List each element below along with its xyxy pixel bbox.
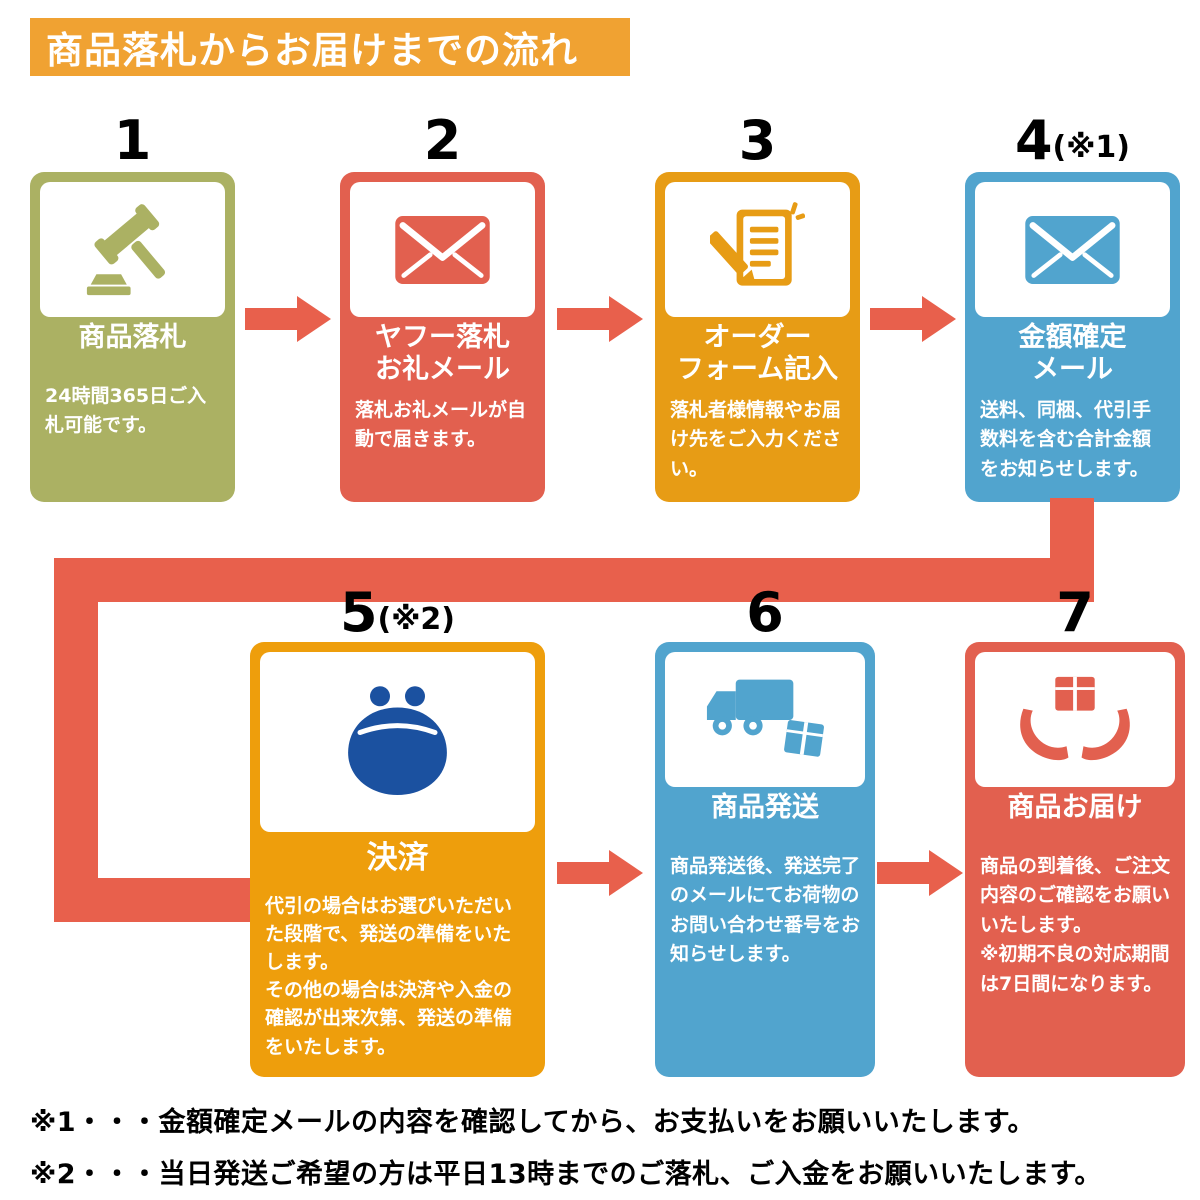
hands-box-icon bbox=[1020, 676, 1130, 760]
step-number-7: 7 bbox=[965, 582, 1185, 640]
connector-horizontal-across bbox=[54, 558, 1094, 602]
step-title: オーダー フォーム記入 bbox=[676, 322, 839, 386]
arrow-head bbox=[929, 850, 963, 896]
step-number-text: 1 bbox=[113, 109, 152, 172]
mail-icon bbox=[395, 215, 490, 284]
step-card-shipping: 商品発送 商品発送後、発送完了のメールにてお荷物のお問い合わせ番号をお知らせしま… bbox=[655, 642, 875, 1077]
arrow-head bbox=[609, 296, 643, 342]
gavel-icon bbox=[86, 204, 166, 296]
icon-box bbox=[975, 652, 1175, 787]
truck-box-icon bbox=[706, 679, 824, 757]
step-card-delivery: 商品お届け 商品の到着後、ご注文内容のご確認をお願いいたします。 ※初期不良の対… bbox=[965, 642, 1185, 1077]
arrow-shaft bbox=[877, 862, 929, 884]
step-description: 送料、同梱、代引手数料を含む合計金額をお知らせします。 bbox=[980, 399, 1152, 480]
form-pencil-icon bbox=[710, 202, 805, 286]
arrow-2-to-3 bbox=[557, 296, 643, 342]
step-number-text: 4 bbox=[1014, 109, 1053, 172]
icon-box bbox=[350, 182, 535, 317]
step-description: 代引の場合はお選びいただいた段階で、発送の準備をいたします。 その他の場合は決済… bbox=[265, 895, 513, 1058]
step-number-5: 5(※2) bbox=[250, 582, 545, 640]
arrow-3-to-4 bbox=[870, 296, 956, 342]
step-title: 金額確定 メール bbox=[1018, 322, 1127, 386]
purse-icon bbox=[348, 685, 447, 795]
footnote-2: ※2・・・当日発送ご希望の方は平日13時までのご落札、ご入金をお願いいたします。 bbox=[30, 1159, 1102, 1190]
step-description: 商品発送後、発送完了のメールにてお荷物のお問い合わせ番号をお知らせします。 bbox=[670, 855, 861, 966]
step-number-suffix: (※2) bbox=[377, 602, 456, 637]
arrow-head bbox=[297, 296, 331, 342]
connector-down-left-side bbox=[54, 558, 98, 922]
header-banner: 商品落札からお届けまでの流れ bbox=[30, 18, 630, 76]
step-number-text: 5 bbox=[339, 581, 378, 644]
icon-box bbox=[975, 182, 1170, 317]
step-number-6: 6 bbox=[655, 582, 875, 640]
step-number-text: 6 bbox=[746, 581, 784, 644]
step-number-text: 7 bbox=[1056, 581, 1094, 644]
step-title: 商品お届け bbox=[1007, 792, 1143, 823]
arrow-shaft bbox=[557, 308, 609, 330]
arrow-head bbox=[922, 296, 956, 342]
arrow-head bbox=[609, 850, 643, 896]
step-title: 商品発送 bbox=[711, 792, 819, 823]
step-description: 24時間365日ご入札可能です。 bbox=[45, 385, 207, 437]
step-title: ヤフー落札 お礼メール bbox=[375, 322, 510, 386]
step-title: 決済 bbox=[366, 840, 429, 876]
arrow-shaft bbox=[245, 308, 297, 330]
page-title: 商品落札からお届けまでの流れ bbox=[46, 29, 578, 72]
connector-into-step5 bbox=[54, 878, 254, 922]
step-card-order-form: オーダー フォーム記入 落札者様情報やお届け先をご入力ください。 bbox=[655, 172, 860, 502]
mail-icon bbox=[1025, 215, 1120, 284]
arrow-5-to-6 bbox=[557, 850, 643, 896]
step-card-thanks-mail: ヤフー落札 お礼メール 落札お礼メールが自動で届きます。 bbox=[340, 172, 545, 502]
step-number-1: 1 bbox=[30, 110, 235, 168]
step-number-4: 4(※1) bbox=[965, 110, 1180, 168]
icon-box bbox=[665, 652, 865, 787]
step-card-payment: 決済 代引の場合はお選びいただいた段階で、発送の準備をいたします。 その他の場合… bbox=[250, 642, 545, 1077]
step-number-2: 2 bbox=[340, 110, 545, 168]
step-number-text: 3 bbox=[738, 109, 777, 172]
step-description: 商品の到着後、ご注文内容のご確認をお願いいたします。 ※初期不良の対応期間は7日… bbox=[980, 855, 1171, 995]
arrow-6-to-7 bbox=[877, 850, 963, 896]
step-card-auction-win: 商品落札 24時間365日ご入札可能です。 bbox=[30, 172, 235, 502]
icon-box bbox=[40, 182, 225, 317]
arrow-1-to-2 bbox=[245, 296, 331, 342]
step-number-text: 2 bbox=[423, 109, 462, 172]
icon-box bbox=[260, 652, 535, 832]
step-number-3: 3 bbox=[655, 110, 860, 168]
step-card-price-mail: 金額確定 メール 送料、同梱、代引手数料を含む合計金額をお知らせします。 bbox=[965, 172, 1180, 502]
footnote-1: ※1・・・金額確定メールの内容を確認してから、お支払いをお願いいたします。 bbox=[30, 1107, 1036, 1138]
step-description: 落札お礼メールが自動で届きます。 bbox=[355, 399, 527, 451]
step-description: 落札者様情報やお届け先をご入力ください。 bbox=[670, 399, 842, 480]
step-title: 商品落札 bbox=[78, 322, 187, 353]
arrow-shaft bbox=[870, 308, 922, 330]
step-number-suffix: (※1) bbox=[1052, 130, 1131, 165]
arrow-shaft bbox=[557, 862, 609, 884]
icon-box bbox=[665, 182, 850, 317]
